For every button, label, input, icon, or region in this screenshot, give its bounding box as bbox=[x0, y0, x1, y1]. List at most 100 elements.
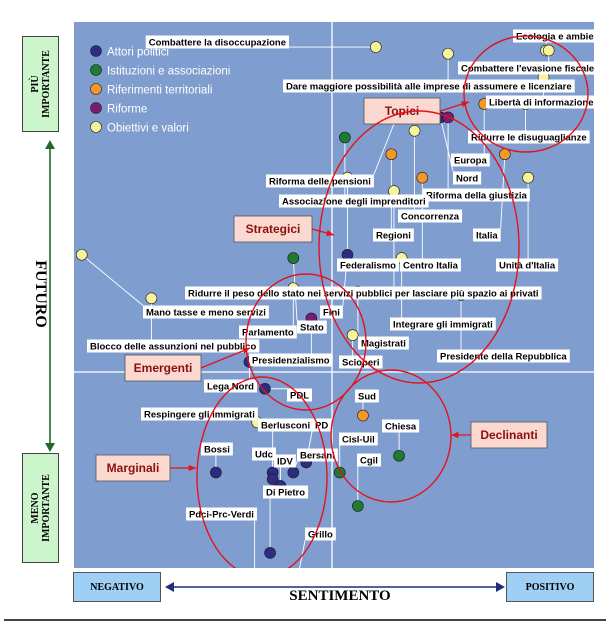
point-label-background bbox=[451, 153, 490, 167]
legend-marker bbox=[90, 83, 102, 95]
legend-label: Riforme bbox=[107, 104, 147, 116]
point-label-background bbox=[305, 527, 336, 541]
point-label-background bbox=[458, 61, 598, 75]
point-label: Stato bbox=[300, 323, 324, 334]
more-important-line-1: PIÙ bbox=[29, 75, 41, 93]
point-label-background bbox=[339, 355, 383, 369]
point-label: Regioni bbox=[376, 231, 411, 242]
point-label: Concorrenza bbox=[401, 212, 460, 223]
legend-marker bbox=[90, 45, 102, 57]
point-label: Chiesa bbox=[385, 422, 417, 433]
point-label-background bbox=[258, 418, 314, 432]
label-connector bbox=[81, 254, 144, 306]
point-label: Mano tasse e meno servizi bbox=[146, 308, 266, 319]
bottom-divider bbox=[4, 619, 606, 621]
point-label-background bbox=[437, 349, 570, 363]
point-label: Berlusconi bbox=[261, 421, 310, 432]
less-important-line-2: IMPORTANTE bbox=[40, 474, 52, 542]
point-label: Centro Italia bbox=[403, 261, 459, 272]
less-important-label: MENO IMPORTANTE bbox=[30, 474, 52, 542]
point-label-background bbox=[279, 194, 429, 208]
point-label: Combattere l'evasione fiscale bbox=[461, 64, 594, 75]
data-point bbox=[393, 449, 405, 462]
point-label: Nord bbox=[456, 174, 478, 185]
data-point bbox=[442, 47, 454, 60]
group-ellipse bbox=[245, 273, 367, 411]
arrow-up-icon bbox=[45, 140, 55, 149]
point-label-background bbox=[468, 130, 590, 144]
group-label: Marginali bbox=[107, 461, 160, 475]
point-label: Riforma della giustizia bbox=[426, 191, 528, 202]
less-important-line-1: MENO bbox=[29, 492, 41, 524]
point-label-background bbox=[390, 317, 496, 331]
data-point bbox=[351, 500, 364, 512]
data-point bbox=[542, 44, 555, 57]
point-label-background bbox=[297, 448, 338, 462]
point-label-background bbox=[398, 209, 463, 223]
group-arrowhead-icon bbox=[461, 101, 469, 108]
point-label-background bbox=[249, 353, 333, 367]
data-point bbox=[370, 41, 382, 53]
more-important-label: PIÙ IMPORTANTE bbox=[30, 50, 52, 118]
legend-label: Istituzioni e associazioni bbox=[107, 66, 230, 78]
point-label-background bbox=[143, 305, 269, 319]
positive-box: POSITIVO bbox=[506, 572, 594, 602]
point-label-background bbox=[373, 228, 414, 242]
group-arrowhead-icon bbox=[326, 230, 334, 237]
point-label-background bbox=[513, 29, 610, 43]
point-label: Europa bbox=[454, 156, 487, 167]
point-label: Ecologia e ambiente bbox=[516, 32, 594, 43]
legend-label: Obiettivi e valori bbox=[107, 123, 189, 135]
negative-box: NEGATIVO bbox=[73, 572, 161, 602]
point-label: Bersani bbox=[300, 451, 335, 462]
data-point bbox=[145, 292, 158, 305]
point-label-background bbox=[263, 485, 309, 499]
point-label-background bbox=[357, 453, 381, 467]
data-point bbox=[287, 252, 300, 264]
group-label: Strategici bbox=[246, 222, 301, 236]
point-label: Respingere gli immigrati bbox=[144, 410, 255, 421]
point-label-background bbox=[382, 419, 420, 433]
sentiment-axis-label: SENTIMENTO bbox=[289, 588, 391, 604]
point-label-background bbox=[358, 336, 409, 350]
point-label-background bbox=[185, 286, 542, 300]
point-label-background bbox=[496, 258, 559, 272]
data-points bbox=[75, 41, 555, 625]
point-label: Ridurre il peso dello stato nei servizi … bbox=[188, 289, 539, 300]
point-label-background bbox=[204, 379, 257, 393]
point-label: Bossi bbox=[204, 445, 230, 456]
point-label: Cisl-Uil bbox=[342, 435, 375, 446]
arrow-right-icon bbox=[496, 582, 505, 592]
data-point bbox=[264, 547, 276, 559]
legend-marker bbox=[90, 64, 102, 76]
point-label-background bbox=[87, 339, 260, 353]
data-point bbox=[346, 329, 359, 341]
point-label-background bbox=[355, 389, 379, 403]
point-label: Riforma delle pensioni bbox=[269, 177, 371, 188]
data-point bbox=[266, 473, 279, 486]
more-important-box: PIÙ IMPORTANTE bbox=[22, 36, 59, 132]
group-label-box bbox=[233, 215, 313, 243]
legend-label: Attori politici bbox=[107, 47, 169, 59]
point-label: Dare maggiore possibilità alle imprese d… bbox=[286, 82, 572, 93]
future-axis-label: FUTURO bbox=[32, 260, 49, 328]
group-label: Declinanti bbox=[480, 428, 537, 442]
data-point bbox=[408, 125, 421, 137]
point-label-background bbox=[486, 95, 597, 109]
point-label: Di Pietro bbox=[266, 488, 305, 499]
point-label: Presidente della Repubblica bbox=[440, 352, 567, 363]
group-ellipse bbox=[318, 110, 520, 384]
vertical-arrow bbox=[45, 140, 55, 452]
point-label: Magistrati bbox=[361, 339, 406, 350]
point-label: Libertà di informazione bbox=[489, 98, 594, 109]
point-label: Udc bbox=[255, 450, 273, 461]
point-label: Ridurre le disuguaglianze bbox=[471, 133, 587, 144]
point-label: Associazione degli imprenditori bbox=[282, 197, 426, 208]
point-label-background bbox=[473, 228, 501, 242]
point-label-background bbox=[266, 174, 374, 188]
data-point bbox=[357, 409, 369, 422]
point-label: Grillo bbox=[308, 530, 333, 541]
